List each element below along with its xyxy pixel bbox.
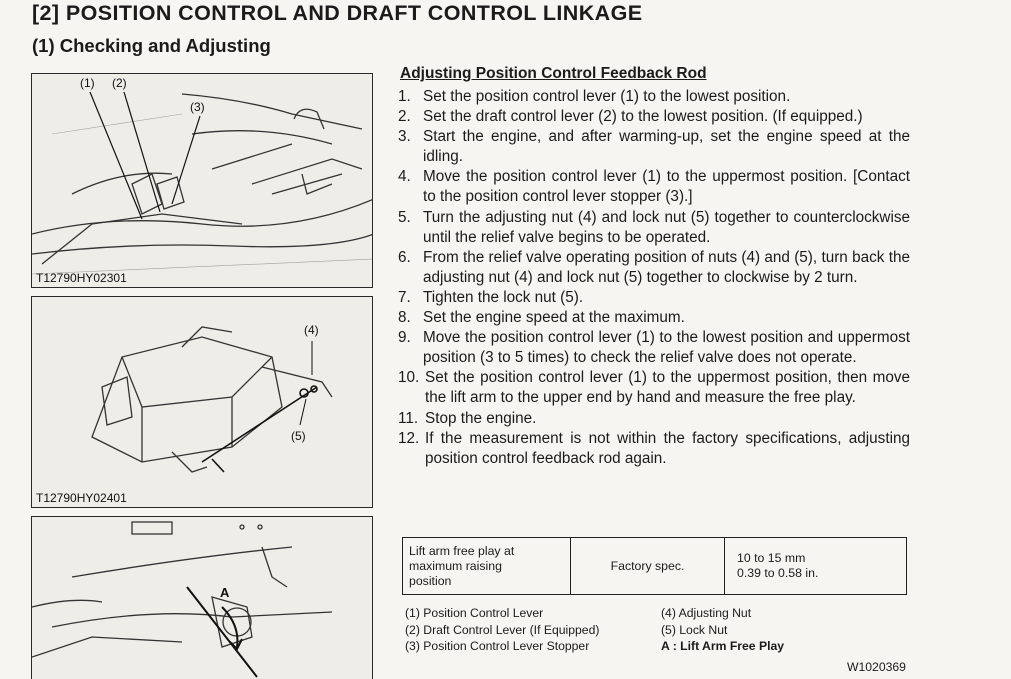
step-item: 11.Stop the engine. — [398, 409, 537, 427]
figure-lift-arm: A — [31, 516, 373, 679]
step-item: 7.Tighten the lock nut (5). — [398, 288, 584, 306]
lift-arm-illustration — [32, 521, 333, 678]
procedure-steps: 1.Set the position control lever (1) to … — [398, 87, 910, 469]
document-code: W1020369 — [847, 660, 906, 674]
table-row: Lift arm free play at maximum raising po… — [402, 537, 907, 595]
figure-position-control-lever: (1) (2) (3) T12790HY02301 — [31, 73, 373, 288]
callout-1: (1) — [80, 76, 95, 90]
step-item: 12.If the measurement is not within the … — [398, 429, 910, 467]
factory-spec-table: Lift arm free play at maximum raising po… — [402, 537, 907, 595]
callout-2: (2) — [112, 76, 127, 90]
step-item: 10.Set the position control lever (1) to… — [398, 369, 910, 407]
step-item: 1.Set the position control lever (1) to … — [398, 88, 791, 105]
legend-right-column: (4) Adjusting Nut (5) Lock Nut A : Lift … — [661, 605, 784, 655]
step-item: 2.Set the draft control lever (2) to the… — [398, 108, 863, 126]
feedback-rod-illustration — [91, 326, 333, 473]
figure-code: T12790HY02401 — [36, 491, 127, 505]
callout-3: (3) — [190, 100, 205, 114]
legend-item: (1) Position Control Lever — [405, 606, 544, 620]
legend-item: (5) Lock Nut — [661, 622, 728, 637]
callout-a: A — [220, 585, 230, 600]
spec-type-cell: Factory spec. — [570, 537, 725, 595]
page-title: [2] POSITION CONTROL AND DRAFT CONTROL L… — [32, 1, 643, 25]
figure-feedback-rod: (4) (5) T12790HY02401 — [31, 296, 373, 508]
callout-5: (5) — [291, 429, 306, 443]
legend-item: (2) Draft Control Lever (If Equipped) — [405, 622, 600, 637]
step-item: 5.Turn the adjusting nut (4) and lock nu… — [398, 208, 910, 246]
spec-value-cell: 10 to 15 mm 0.39 to 0.58 in. — [724, 537, 907, 595]
callout-4: (4) — [304, 323, 319, 337]
procedure-title: Adjusting Position Control Feedback Rod — [400, 65, 707, 82]
step-item: 8.Set the engine speed at the maximum. — [398, 309, 685, 327]
step-item: 3.Start the engine, and after warming-up… — [398, 128, 910, 166]
lever-illustration — [32, 91, 372, 275]
spec-item-cell: Lift arm free play at maximum raising po… — [402, 537, 571, 595]
step-item: 4.Move the position control lever (1) to… — [398, 168, 910, 206]
legend-item: (4) Adjusting Nut — [661, 606, 752, 620]
legend-item: (3) Position Control Lever Stopper — [405, 639, 590, 653]
step-item: 9.Move the position control lever (1) to… — [398, 329, 910, 367]
figure-code: T12790HY02301 — [36, 271, 127, 285]
legend-item: A : Lift Arm Free Play — [661, 639, 785, 653]
step-item: 6.From the relief valve operating positi… — [398, 248, 910, 286]
legend-left-column: (1) Position Control Lever (2) Draft Con… — [405, 605, 599, 655]
section-subtitle: (1) Checking and Adjusting — [32, 35, 271, 56]
